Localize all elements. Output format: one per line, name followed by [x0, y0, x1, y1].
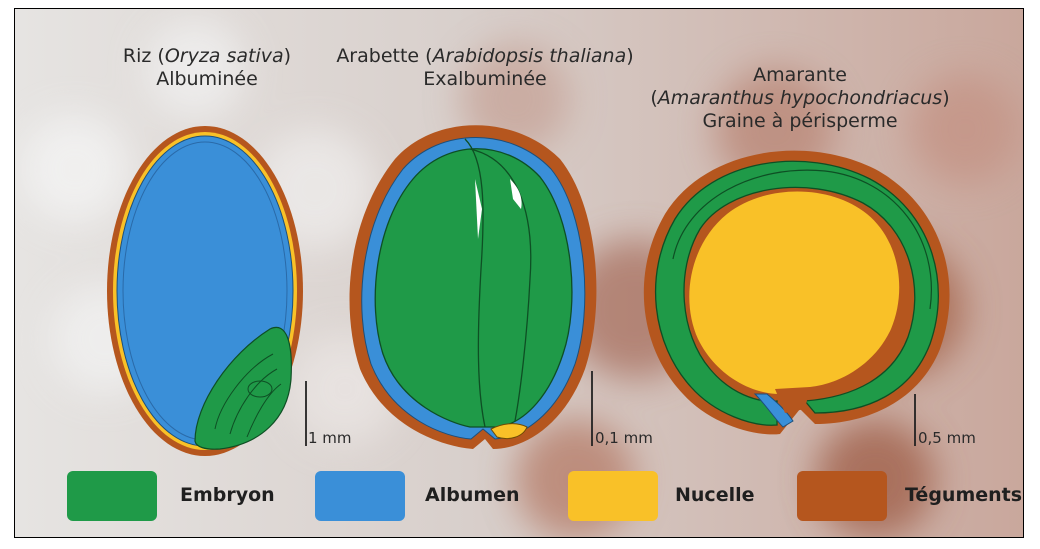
scale-label-rice: 1 mm	[308, 429, 352, 447]
seed-diagrams	[15, 9, 1024, 538]
legend-label-nucellus: Nucelle	[675, 484, 755, 506]
legend-swatch-embryo	[67, 471, 157, 521]
figure-frame: Riz (Oryza sativa) Albuminée Arabette (A…	[14, 8, 1024, 538]
legend-swatch-albumen	[315, 471, 405, 521]
arabidopsis-embryo-outer	[375, 149, 572, 427]
amaranth-seed	[644, 151, 950, 435]
legend-label-tegument: Téguments	[905, 484, 1022, 506]
arabidopsis-seed	[350, 125, 597, 449]
scale-label-amaranth: 0,5 mm	[918, 429, 976, 447]
legend-label-embryo: Embryon	[180, 484, 275, 506]
legend-swatch-tegument	[797, 471, 887, 521]
legend-label-albumen: Albumen	[425, 484, 520, 506]
rice-seed	[107, 126, 303, 456]
legend-swatch-nucellus	[568, 471, 658, 521]
scale-label-arabidopsis: 0,1 mm	[595, 429, 653, 447]
